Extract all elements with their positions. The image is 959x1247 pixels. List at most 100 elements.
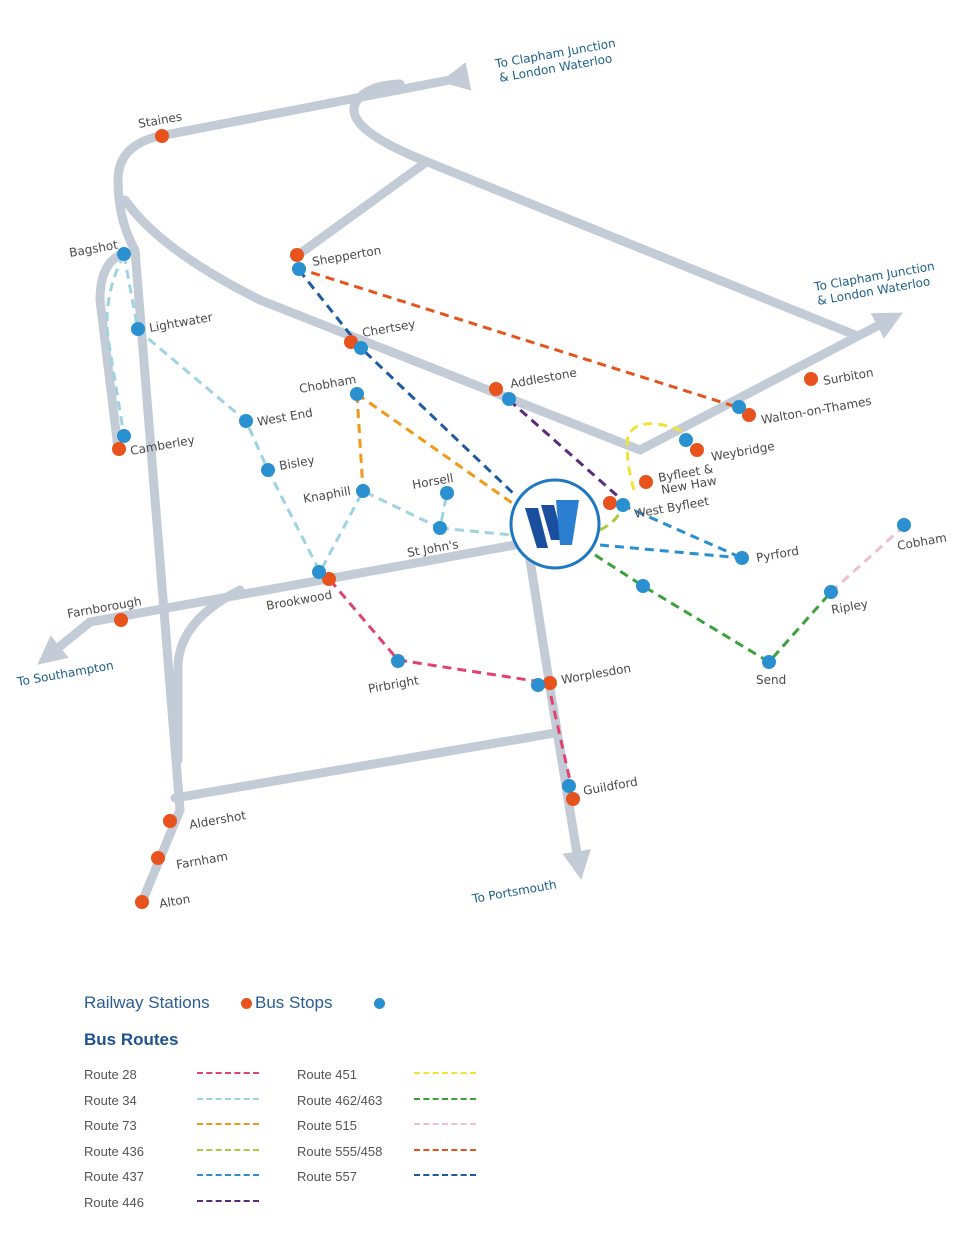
bus-stops bbox=[117, 247, 911, 793]
rail-bagshot-camberley bbox=[95, 250, 125, 453]
legend-route-swatch bbox=[197, 1097, 259, 1100]
station-guildford[interactable] bbox=[566, 792, 580, 806]
station-weybridge[interactable] bbox=[690, 443, 704, 457]
stop-cobham[interactable] bbox=[897, 518, 911, 532]
station-west-byfleet[interactable] bbox=[603, 496, 617, 510]
legend-route-label: Route 557 bbox=[297, 1169, 357, 1184]
station-staines[interactable] bbox=[155, 129, 169, 143]
stop-send[interactable] bbox=[762, 655, 776, 669]
station-shepperton[interactable] bbox=[290, 248, 304, 262]
legend-route-label: Route 436 bbox=[84, 1143, 144, 1159]
route-28-line bbox=[328, 579, 573, 786]
legend-route-swatch bbox=[197, 1072, 259, 1074]
label-send: Send bbox=[756, 673, 786, 687]
stop-chobham[interactable] bbox=[350, 387, 364, 401]
stop-west-end[interactable] bbox=[239, 414, 253, 428]
label-guildford: Guildford bbox=[582, 775, 639, 798]
route-73-line bbox=[355, 392, 516, 507]
dir-portsmouth: To Portsmouth bbox=[470, 877, 558, 906]
stop-camberley[interactable] bbox=[117, 429, 131, 443]
stop-pyrford[interactable] bbox=[735, 551, 749, 565]
route-451-line bbox=[625, 422, 697, 491]
stop-guildford[interactable] bbox=[562, 779, 576, 793]
rail-aldershot-link bbox=[173, 585, 245, 765]
legend-route-label: Route 437 bbox=[84, 1169, 144, 1184]
stop-horsell[interactable] bbox=[440, 486, 454, 500]
stop-walton[interactable] bbox=[732, 400, 746, 414]
route-555-458-line bbox=[296, 266, 741, 410]
label-worplesdon: Worplesdon bbox=[560, 661, 632, 687]
stop-bisley[interactable] bbox=[261, 463, 275, 477]
legend-route-label: Route 515 bbox=[297, 1118, 357, 1133]
route-462-463-line bbox=[594, 553, 833, 664]
map-legend: Railway Stations Bus Stops Bus Routes Ro… bbox=[84, 990, 584, 1220]
stop-brookwood[interactable] bbox=[312, 565, 326, 579]
stop-chertsey[interactable] bbox=[354, 341, 368, 355]
station-surbiton[interactable] bbox=[804, 372, 818, 386]
legend-railway-stations: Railway Stations bbox=[84, 993, 210, 1012]
label-chobham: Chobham bbox=[298, 372, 357, 396]
label-surbiton: Surbiton bbox=[822, 365, 874, 388]
legend-route-swatch bbox=[414, 1148, 476, 1151]
label-shepperton: Shepperton bbox=[311, 243, 382, 269]
stop-west-byfleet[interactable] bbox=[616, 498, 630, 512]
legend-railway-station-dot-icon bbox=[241, 998, 252, 1009]
station-camberley[interactable] bbox=[112, 442, 126, 456]
woking-hub[interactable] bbox=[509, 478, 601, 570]
legend-route-label: Route 446 bbox=[84, 1194, 144, 1210]
label-walton: Walton-on-Thames bbox=[760, 394, 873, 427]
route-34-line bbox=[105, 254, 513, 576]
label-bisley: Bisley bbox=[278, 453, 316, 473]
route-557-line bbox=[297, 269, 517, 497]
label-west-end: West End bbox=[256, 405, 314, 429]
legend-route-swatch bbox=[414, 1097, 476, 1100]
station-aldershot[interactable] bbox=[163, 814, 177, 828]
station-byfleet[interactable] bbox=[639, 475, 653, 489]
station-alton[interactable] bbox=[135, 895, 149, 909]
label-pyrford: Pyrford bbox=[755, 544, 800, 565]
legend-route-swatch bbox=[414, 1174, 476, 1176]
stop-weybridge[interactable] bbox=[679, 433, 693, 447]
rail-guildford-line bbox=[525, 555, 591, 880]
legend-route-label: Route 451 bbox=[297, 1067, 357, 1082]
legend-bus-stops: Bus Stops bbox=[255, 993, 333, 1012]
label-ripley: Ripley bbox=[830, 597, 869, 617]
rail-shepperton-branch bbox=[293, 158, 430, 260]
station-farnham[interactable] bbox=[151, 851, 165, 865]
stop-addlestone[interactable] bbox=[502, 392, 516, 406]
station-walton[interactable] bbox=[742, 408, 756, 422]
legend-route-swatch bbox=[197, 1199, 259, 1202]
station-brookwood[interactable] bbox=[322, 572, 336, 586]
station-farnborough[interactable] bbox=[114, 613, 128, 627]
stop-knaphill[interactable] bbox=[356, 484, 370, 498]
legend-route-label: Route 28 bbox=[84, 1067, 137, 1082]
stop-lightwater[interactable] bbox=[131, 322, 145, 336]
network-map: To Clapham Junction & London Waterloo To… bbox=[15, 36, 948, 911]
rail-main-line bbox=[120, 195, 903, 455]
station-addlestone[interactable] bbox=[489, 382, 503, 396]
hub-logo-icon bbox=[525, 500, 579, 548]
legend-route-swatch bbox=[197, 1174, 259, 1176]
label-camberley: Camberley bbox=[129, 433, 196, 458]
station-worplesdon[interactable] bbox=[543, 676, 557, 690]
stop-shepperton[interactable] bbox=[292, 262, 306, 276]
route-446-line bbox=[508, 398, 623, 502]
label-addlestone: Addlestone bbox=[509, 365, 578, 390]
legend-route-swatch bbox=[414, 1123, 476, 1125]
stop-ripley[interactable] bbox=[824, 585, 838, 599]
stop-sheerwater[interactable] bbox=[636, 579, 650, 593]
stop-pirbright[interactable] bbox=[391, 654, 405, 668]
legend-bus-routes-heading: Bus Routes bbox=[84, 1030, 179, 1049]
stop-st-johns[interactable] bbox=[433, 521, 447, 535]
legend-route-label: Route 555/458 bbox=[297, 1143, 383, 1159]
railway-stations bbox=[112, 129, 818, 909]
stop-bagshot[interactable] bbox=[117, 247, 131, 261]
label-west-byfleet: West Byfleet bbox=[633, 494, 710, 521]
label-cobham: Cobham bbox=[896, 530, 948, 552]
stop-worplesdon[interactable] bbox=[531, 678, 545, 692]
label-lightwater: Lightwater bbox=[148, 310, 214, 335]
legend-route-swatch bbox=[197, 1123, 259, 1125]
label-alton: Alton bbox=[158, 892, 191, 911]
label-chertsey: Chertsey bbox=[361, 317, 416, 340]
label-staines: Staines bbox=[137, 109, 183, 130]
